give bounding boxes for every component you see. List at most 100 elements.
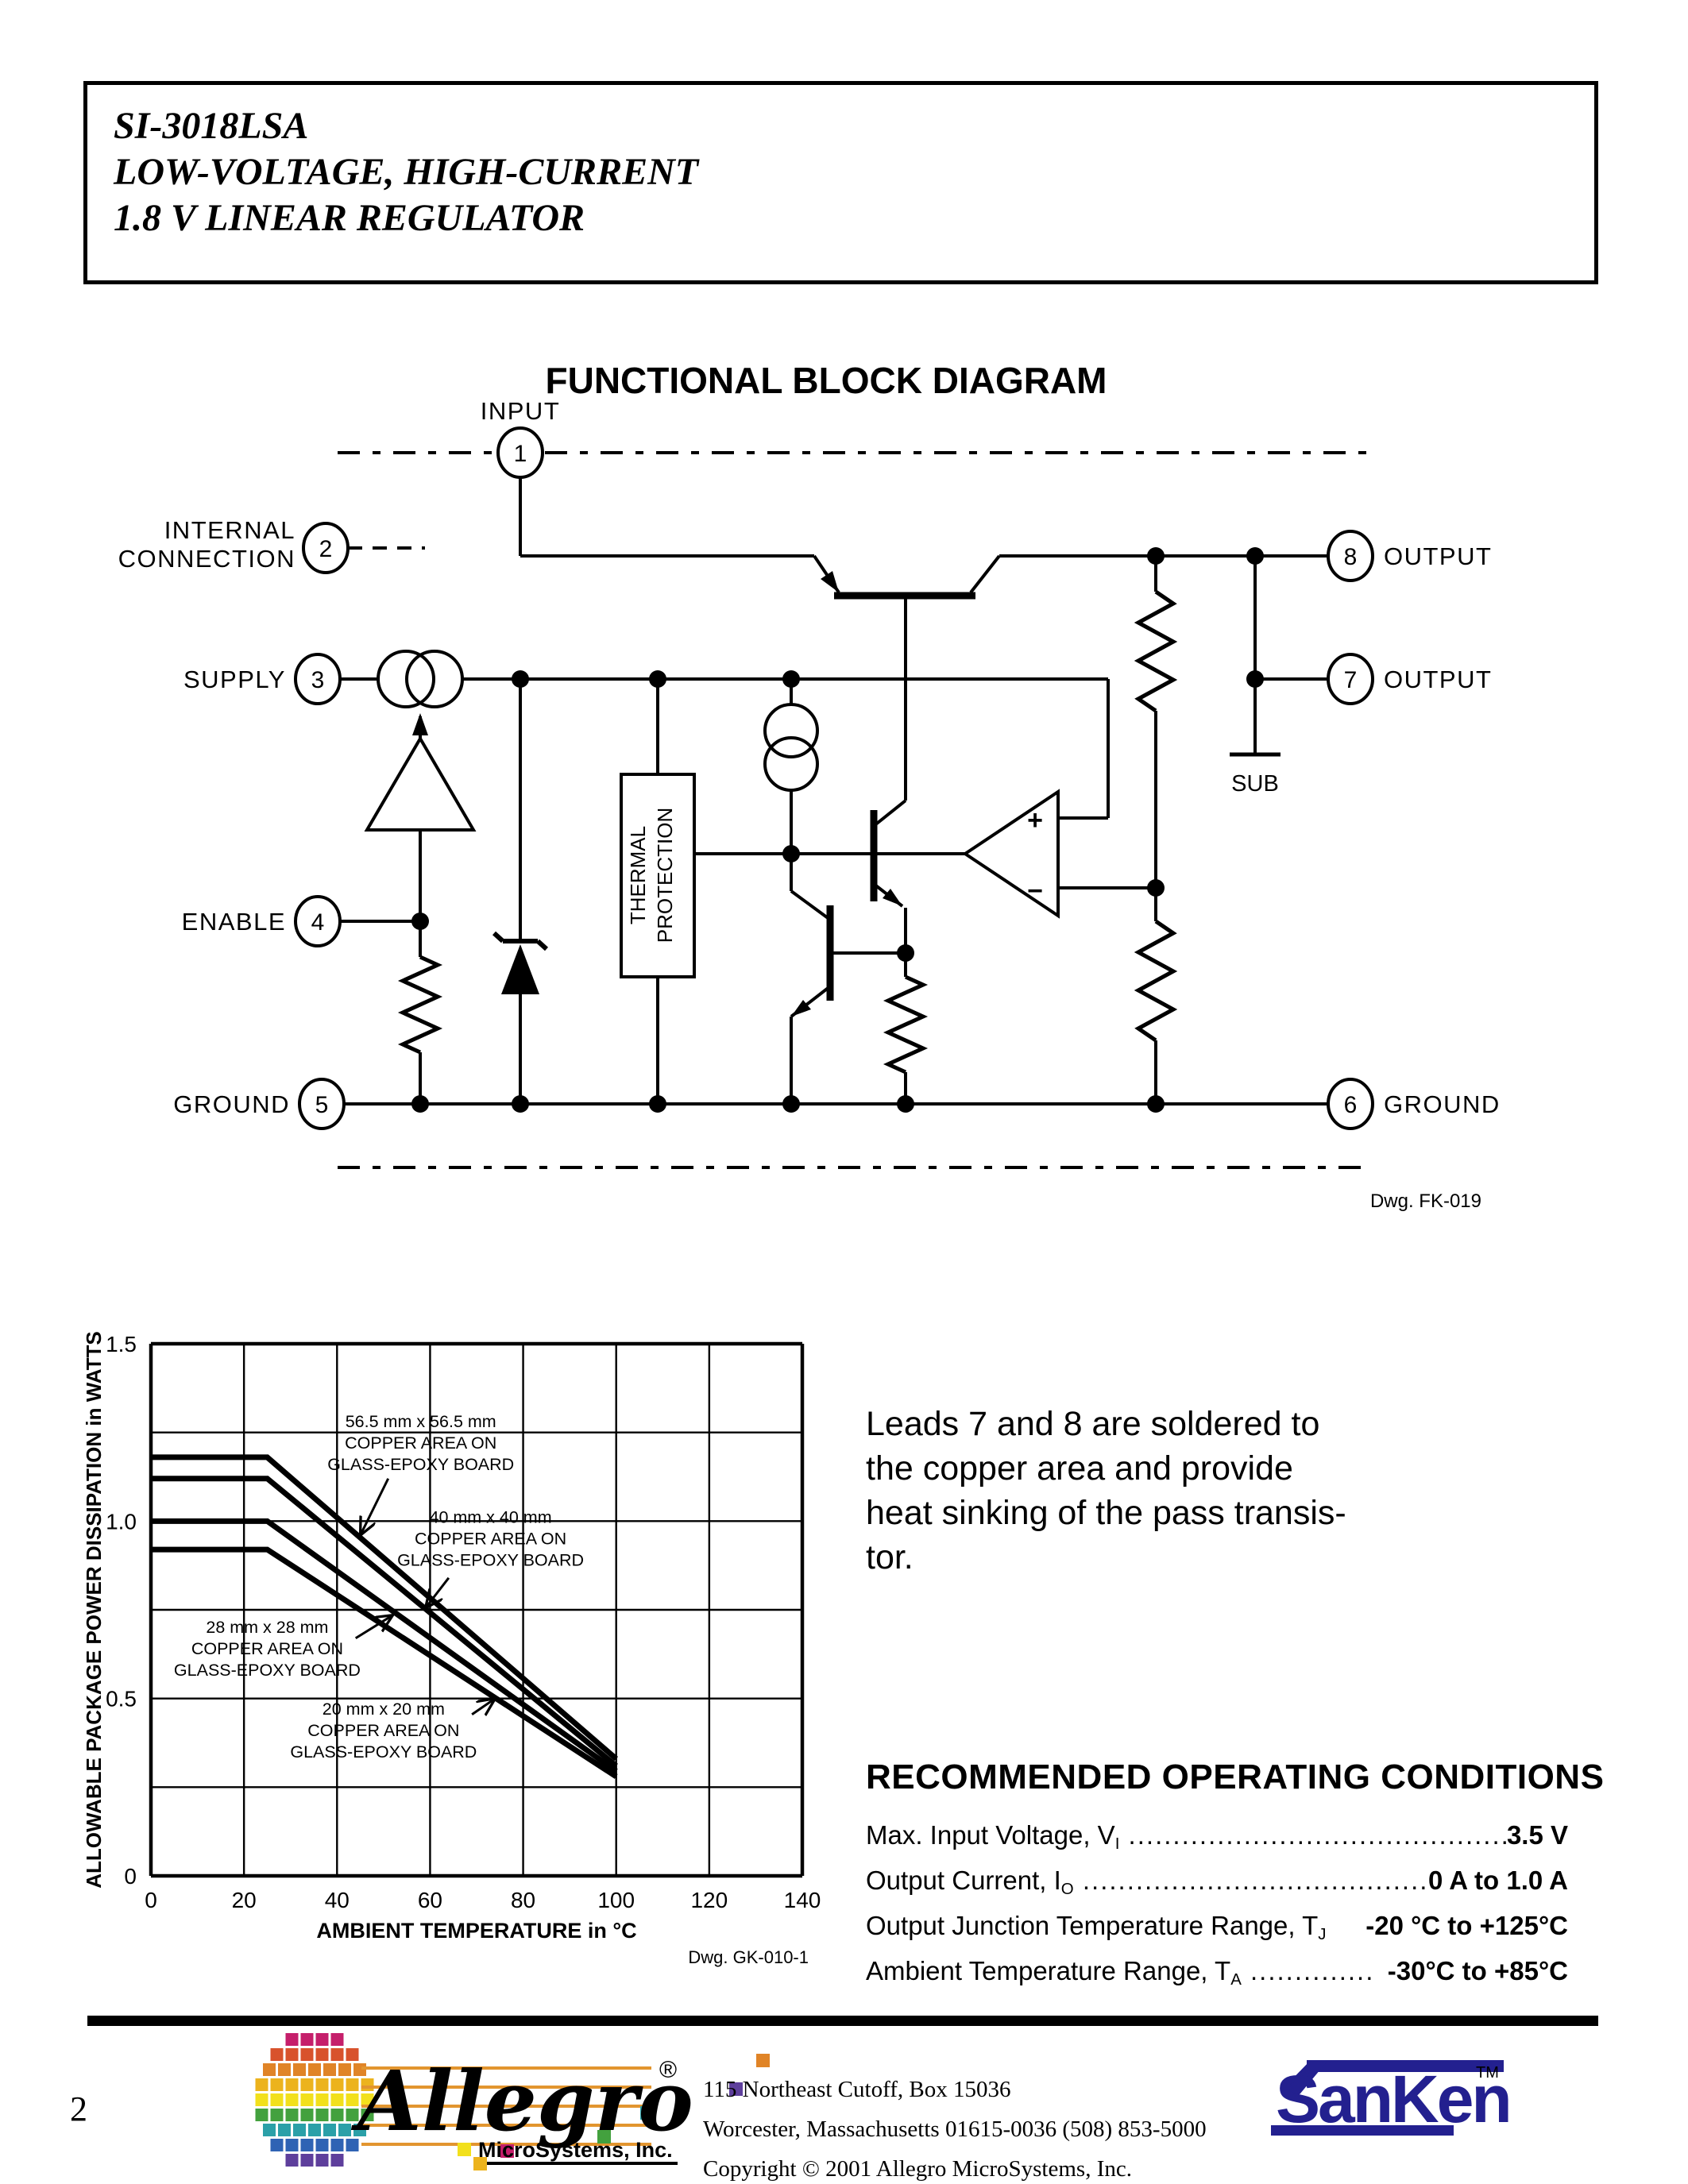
svg-text:20 mm x 20 mm: 20 mm x 20 mm <box>323 1700 445 1719</box>
current-mirror-circle-left <box>377 650 435 708</box>
schematic-texts: 1 2 3 4 5 6 7 8 INPUT INTERNAL CONNECTIO… <box>118 397 1501 1212</box>
page-number: 2 <box>70 2089 87 2128</box>
resistor-divider-bottom <box>1134 919 1178 1043</box>
svg-text:GLASS-EPOXY BOARD: GLASS-EPOXY BOARD <box>174 1661 361 1680</box>
chip-boundary-dashes <box>338 451 1373 1169</box>
current-mirror-circle-right <box>405 650 464 708</box>
chart-x-axis-title: AMBIENT TEMPERATURE in °C <box>316 1919 636 1943</box>
transistor-bars <box>826 592 975 1001</box>
pin-3-number: 3 <box>311 667 325 693</box>
svg-text:0.5: 0.5 <box>106 1687 137 1711</box>
note-line: heat sinking of the pass transis- <box>866 1494 1346 1532</box>
pin-7-number: 7 <box>1344 667 1358 693</box>
opamp-minus-sign: − <box>1027 876 1043 906</box>
thermal-label-line2: PROTECTION <box>653 808 677 943</box>
allegro-logo: Allegro ® MicroSystems, Inc. <box>350 2052 770 2170</box>
resistor-divider-top <box>1134 589 1178 713</box>
schematic <box>294 426 1374 1169</box>
enable-buffer-triangle <box>364 735 477 832</box>
svg-text:40: 40 <box>325 1888 350 1912</box>
pin-4-number: 4 <box>311 909 325 936</box>
part-number: SI-3018LSA <box>114 105 309 147</box>
resistor-enable <box>397 955 443 1055</box>
footer-address: 115 Northeast Cutoff, Box 15036 Worceste… <box>703 2070 1207 2184</box>
pin-1-circle <box>496 426 544 479</box>
pin-8-number: 8 <box>1344 544 1358 570</box>
pin-6-circle <box>1327 1078 1374 1130</box>
allegro-microsystems-text: MicroSystems, Inc. <box>478 2138 673 2162</box>
chart-y-axis-title: ALLOWABLE PACKAGE POWER DISSIPATION in W… <box>82 1331 106 1889</box>
pin-6-label: GROUND <box>1384 1090 1501 1118</box>
current-source-circle-top <box>763 703 819 758</box>
pin-5-number: 5 <box>315 1092 329 1118</box>
diagram-title: FUNCTIONAL BLOCK DIAGRAM <box>546 360 1107 401</box>
title-line-3: 1.8 V LINEAR REGULATOR <box>114 197 585 239</box>
svg-text:40 mm x 40 mm: 40 mm x 40 mm <box>430 1508 552 1527</box>
svg-text:0: 0 <box>145 1888 157 1912</box>
sanken-tm-mark: TM <box>1476 2064 1499 2082</box>
header-title-text: SI-3018LSA LOW-VOLTAGE, HIGH-CURRENT 1.8… <box>114 103 698 241</box>
sanken-logo: SanKen TM <box>1271 2060 1512 2136</box>
svg-text:56.5 mm x 56.5 mm: 56.5 mm x 56.5 mm <box>346 1412 496 1431</box>
error-amplifier-triangle <box>962 789 1060 919</box>
current-source-circle-bottom <box>763 736 819 792</box>
spec-value: 0 A to 1.0 A <box>1427 1866 1568 1895</box>
header-title-box <box>83 81 1598 284</box>
spec-row-ambient-temp: Ambient Temperature Range, TA ..........… <box>866 1956 1568 1989</box>
pin-3-label: SUPPLY <box>183 666 286 693</box>
pin-4-label: ENABLE <box>182 908 286 936</box>
spec-row-output-current: Output Current, IO .....................… <box>866 1866 1568 1899</box>
chart-drawing-number: Dwg. GK-010-1 <box>688 1947 809 1967</box>
limit-emitter-arrow <box>791 1000 811 1017</box>
footer-divider-bar <box>87 2016 1598 2026</box>
address-line: Worcester, Massachusetts 01615-0036 (508… <box>703 2116 1207 2142</box>
address-line: Copyright © 2001 Allegro MicroSystems, I… <box>703 2156 1132 2182</box>
allegro-accent-squares <box>458 2054 770 2170</box>
svg-text:80: 80 <box>511 1888 535 1912</box>
svg-text:28 mm x 28 mm: 28 mm x 28 mm <box>206 1618 328 1637</box>
pin-5-circle <box>298 1078 346 1130</box>
pin-7-circle <box>1327 653 1374 705</box>
zener-diode <box>492 931 549 994</box>
pin-8-label: OUTPUT <box>1384 542 1492 570</box>
leads-note: Leads 7 and 8 are soldered to the copper… <box>866 1402 1346 1580</box>
pin-5-label: GROUND <box>173 1090 290 1118</box>
junction-dots <box>411 547 1264 1113</box>
svg-text:1.5: 1.5 <box>106 1332 137 1356</box>
svg-text:140: 140 <box>784 1888 821 1912</box>
svg-text:120: 120 <box>690 1888 728 1912</box>
pin-2-label-line1: INTERNAL <box>164 516 295 544</box>
svg-text:GLASS-EPOXY BOARD: GLASS-EPOXY BOARD <box>290 1742 477 1761</box>
driver-emitter-arrow <box>883 889 902 906</box>
spec-value: 3.5 V <box>1506 1820 1568 1850</box>
svg-text:GLASS-EPOXY BOARD: GLASS-EPOXY BOARD <box>397 1551 584 1570</box>
pin-7-label: OUTPUT <box>1384 666 1492 693</box>
pin-2-number: 2 <box>319 536 333 562</box>
spec-value: -20 °C to +125°C <box>1365 1911 1568 1940</box>
resistor-q2-emitter <box>883 974 929 1075</box>
recommended-conditions-heading: RECOMMENDED OPERATING CONDITIONS <box>866 1758 1605 1796</box>
allegro-registered-mark: ® <box>659 2057 677 2083</box>
allegro-mosaic-icon <box>255 2033 374 2167</box>
title-line-2: LOW-VOLTAGE, HIGH-CURRENT <box>114 151 699 193</box>
svg-text:COPPER AREA ON: COPPER AREA ON <box>415 1530 566 1549</box>
pin-1-number: 1 <box>514 441 527 467</box>
pin-1-label: INPUT <box>481 397 561 425</box>
spec-row-junction-temp: Output Junction Temperature Range, TJ -2… <box>866 1911 1568 1944</box>
pass-emitter-arrow <box>821 571 839 592</box>
note-line: tor. <box>866 1538 914 1576</box>
spec-value: -30°C to +85°C <box>1387 1956 1568 1985</box>
svg-text:100: 100 <box>597 1888 635 1912</box>
svg-text:20: 20 <box>232 1888 257 1912</box>
diagram-drawing-number: Dwg. FK-019 <box>1370 1190 1481 1212</box>
arrowheads <box>412 571 902 1017</box>
pin-2-circle <box>302 522 350 574</box>
svg-text:1.0: 1.0 <box>106 1509 137 1534</box>
pin-circles <box>294 426 1374 1130</box>
sub-label: SUB <box>1231 771 1279 797</box>
pin-6-number: 6 <box>1344 1092 1358 1118</box>
note-line: the copper area and provide <box>866 1449 1293 1488</box>
recommended-conditions-table: Max. Input Voltage, VI .................… <box>866 1820 1568 2001</box>
address-line: 115 Northeast Cutoff, Box 15036 <box>703 2077 1011 2102</box>
